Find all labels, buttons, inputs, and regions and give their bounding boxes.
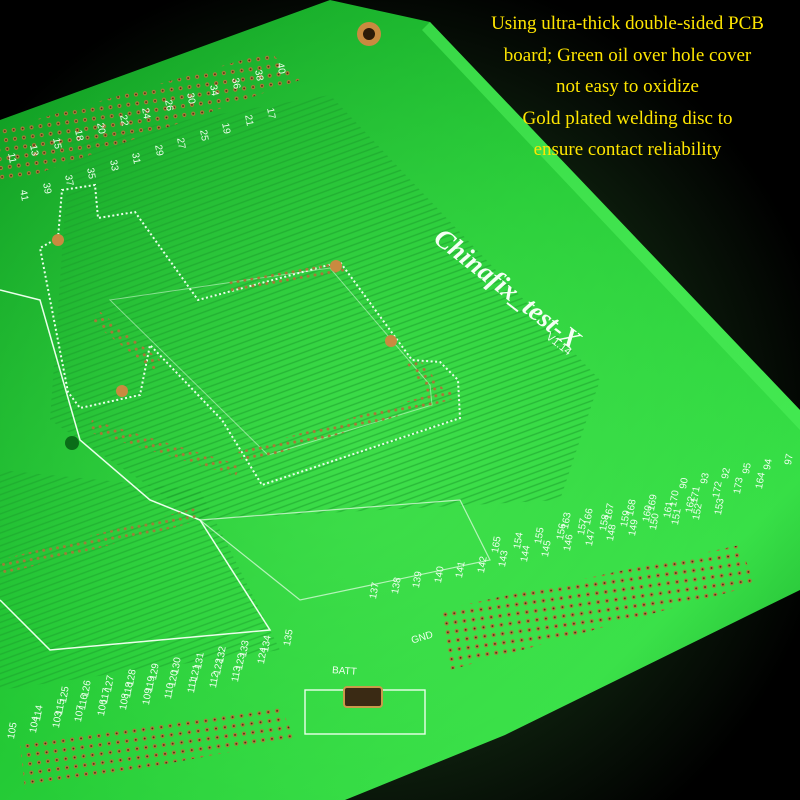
pin-number-label: 138	[389, 576, 404, 595]
pin-number-label: 26	[161, 99, 175, 113]
pin-number-label: 94	[761, 457, 775, 471]
caption-line: not easy to oxidize	[556, 76, 699, 97]
gold-hole	[116, 385, 128, 397]
header-vias-bottom-left	[20, 705, 295, 790]
pin-number-label: 39	[39, 181, 53, 195]
pin-number-label: 13	[27, 144, 41, 158]
connector-outline-right	[198, 499, 491, 601]
pin-number-label: 36	[229, 76, 243, 90]
connector-outline-left	[0, 289, 272, 651]
batt-connector	[343, 686, 383, 708]
caption-line: Gold plated welding disc to	[522, 107, 733, 129]
pin-number-label: 93	[698, 472, 712, 486]
pin-number-label: 147	[583, 528, 598, 548]
pin-number-label: 30	[184, 91, 198, 105]
connector-pads	[0, 508, 202, 575]
pin-number-label: 29	[151, 144, 165, 158]
pin-number-label: 133	[237, 639, 252, 659]
pin-number-label: 33	[107, 159, 120, 173]
pin-number-label: 22	[117, 114, 130, 128]
pin-number-label: 95	[740, 462, 754, 476]
pin-number-label: 131	[192, 651, 207, 670]
pin-number-label: 90	[678, 477, 691, 490]
pin-number-label: 18	[72, 129, 85, 143]
pad-row-socket-bottom	[238, 388, 456, 464]
pad-row-socket-vert	[404, 360, 446, 396]
caption-line: board; Green oil over hole cover	[503, 44, 752, 66]
pad-row-socket-right	[228, 262, 346, 294]
pin-number-label: 20	[94, 121, 108, 135]
pin-number-label: 17	[264, 107, 277, 120]
gold-hole	[385, 335, 397, 347]
pad-row-left-low	[88, 420, 240, 476]
caption-line: ensure contact reliability	[533, 139, 722, 160]
pin-number-label: 15	[49, 136, 63, 150]
pad-row-left-diag	[92, 310, 160, 372]
gold-hole	[330, 260, 342, 272]
pin-number-label: 41	[17, 189, 31, 203]
pin-number-label: 31	[129, 151, 143, 165]
caption-line: Using ultra-thick double-sided PCB	[491, 13, 764, 34]
pin-number-label: 40	[274, 62, 287, 75]
pin-number-label: 37	[62, 174, 75, 188]
pin-number-label: 24	[139, 106, 153, 120]
mounting-hole-center	[363, 28, 375, 40]
pin-number-label: 97	[782, 452, 796, 466]
pin-number-label: 149	[626, 518, 641, 537]
trace-field-center	[50, 95, 600, 520]
pin-number-label: 35	[84, 166, 98, 180]
feature-caption: Using ultra-thick double-sided PCB board…	[455, 8, 800, 166]
header-vias-top	[0, 52, 300, 182]
header-vias-right	[440, 545, 755, 670]
pin-number-label: 11	[4, 151, 18, 164]
pin-number-label: 92	[719, 467, 733, 481]
pin-number-label: 19	[219, 121, 233, 135]
gold-hole	[52, 234, 64, 246]
pin-number-label: 27	[174, 136, 188, 150]
green-hole	[65, 436, 79, 450]
socket-outline-main	[38, 183, 462, 487]
batt-label: BATT	[331, 665, 358, 678]
